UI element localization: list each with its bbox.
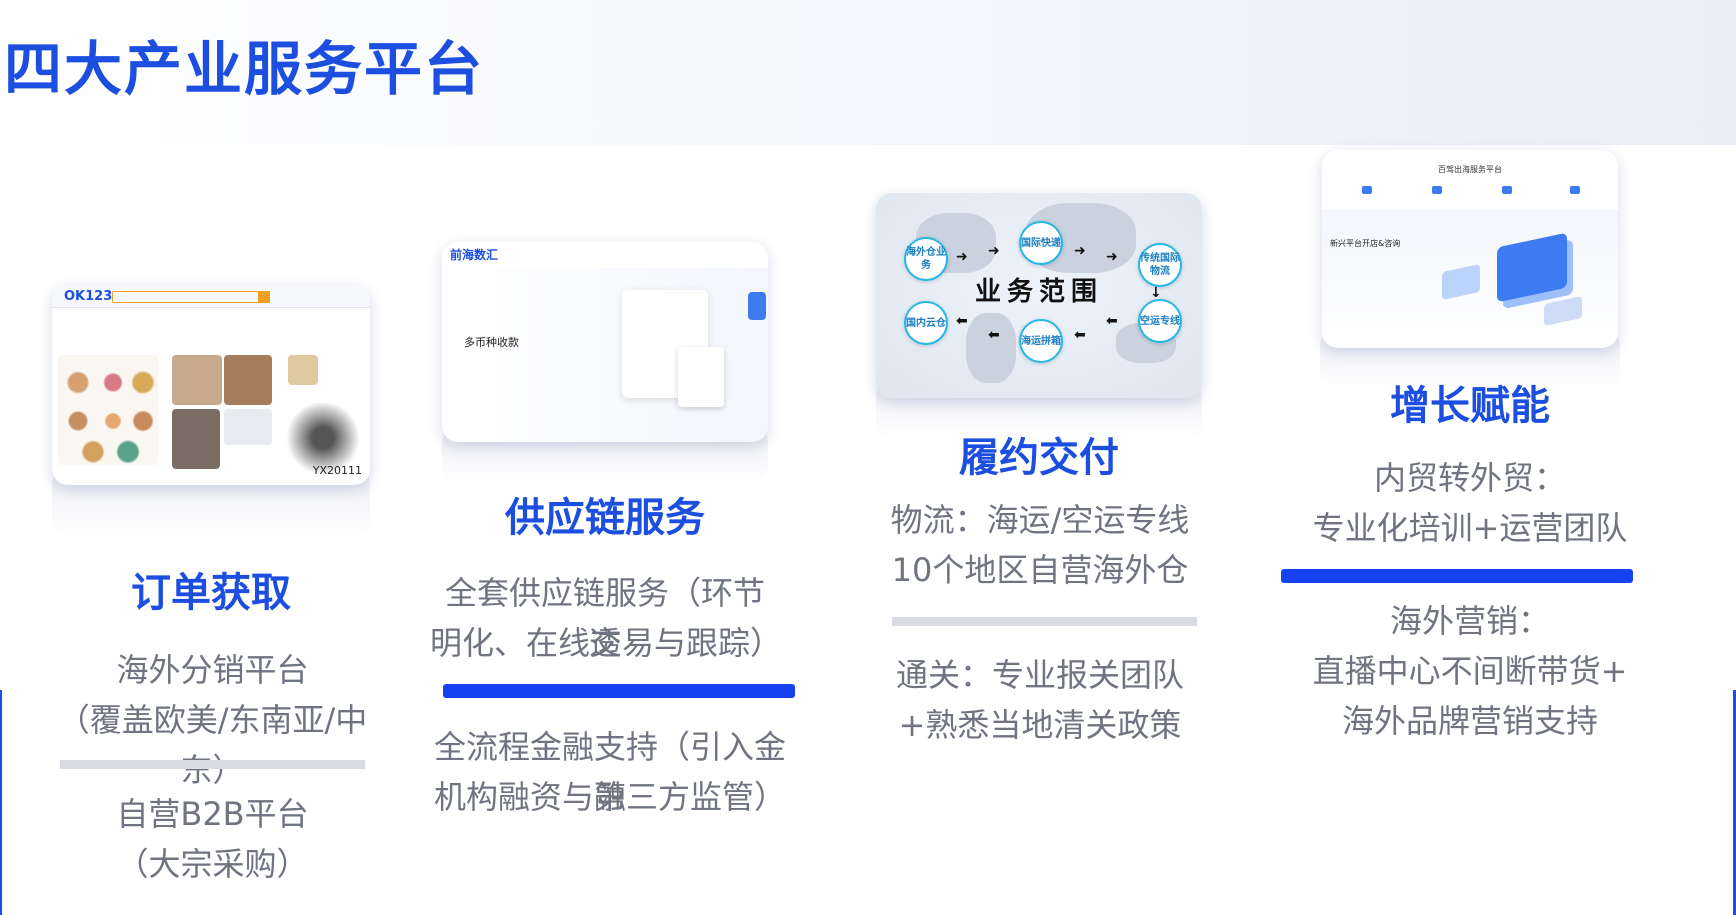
gp-tab-icon xyxy=(1432,186,1442,194)
arrow-down-icon: ↓ xyxy=(1150,285,1162,301)
column-title-fulfillment: 履约交付 xyxy=(959,435,1119,481)
arrow-left-icon: ⬅ xyxy=(988,327,1000,343)
growth-text-4: 直播中心不间断带货+ xyxy=(1312,652,1628,690)
ok-header-bar: OK123 xyxy=(52,285,370,308)
sc-hero-heading: 多币种收款 xyxy=(464,336,519,349)
growth-divider xyxy=(1281,569,1633,583)
bubble-domestic-warehouse: 国内云仓 xyxy=(904,301,948,345)
fulfillment-text-2: 10个地区自营海外仓 xyxy=(891,551,1189,589)
column-title-growth: 增长赋能 xyxy=(1390,383,1550,429)
gp-title: 百驾出海服务平台 xyxy=(1438,165,1502,174)
growth-text-3: 海外营销： xyxy=(1389,602,1550,640)
sc-side-button xyxy=(748,292,766,320)
product-image-compressor xyxy=(284,403,362,473)
arrow-right-icon: ➜ xyxy=(988,243,1000,259)
supply-text-3: 全流程金融支持（引入金融 xyxy=(433,728,786,816)
gp-tab-icon xyxy=(1502,186,1512,194)
header-band xyxy=(0,0,1736,145)
supply-divider xyxy=(443,684,795,698)
supply-platform-screenshot: 前海数汇 多币种收款 xyxy=(442,242,768,442)
fulfillment-divider xyxy=(892,617,1197,626)
product-image-fan xyxy=(172,355,222,405)
arrow-left-icon: ⬅ xyxy=(956,313,968,329)
column-title-supply: 供应链服务 xyxy=(505,495,705,541)
ok-search-box xyxy=(112,291,264,303)
bubble-air-freight: 空运专线 xyxy=(1138,299,1182,343)
fulfillment-text-4: +熟悉当地清关政策 xyxy=(898,706,1182,744)
left-edge-accent xyxy=(0,690,2,915)
arrow-left-icon: ⬅ xyxy=(1074,327,1086,343)
bubble-international-express: 国际快递 xyxy=(1019,221,1063,265)
gp-tab-icon xyxy=(1570,186,1580,194)
arrow-left-icon: ⬅ xyxy=(1106,313,1118,329)
search-icon xyxy=(258,291,270,303)
column-title-order: 订单获取 xyxy=(131,570,291,616)
arrow-right-icon: ➜ xyxy=(956,249,968,265)
sc-nav-bar: 前海数汇 xyxy=(442,242,768,269)
order-divider xyxy=(60,760,365,769)
product-image-room xyxy=(224,355,272,405)
arrow-right-icon: ➜ xyxy=(1106,249,1118,265)
fulfillment-map-screenshot: 业务范围 海外仓业务 国际快递 传统国际物流 国内云仓 海运拼箱 空运专线 ➜ … xyxy=(876,193,1202,398)
sc-logo: 前海数汇 xyxy=(450,248,499,262)
right-edge-accent xyxy=(1733,690,1736,915)
order-platform-screenshot: OK123 YX20111 xyxy=(52,285,370,485)
fulfillment-text-1: 物流：海运/空运专线 xyxy=(890,501,1190,539)
growth-text-5: 海外品牌营销支持 xyxy=(1341,702,1598,740)
bubble-overseas-warehouse: 海外仓业务 xyxy=(904,237,948,281)
growth-platform-screenshot: 百驾出海服务平台 新兴平台开店&咨询 xyxy=(1322,150,1618,348)
arrow-right-icon: ➜ xyxy=(1074,243,1086,259)
gp-tabs xyxy=(1352,180,1588,202)
bubble-sea-consolidation: 海运拼箱 xyxy=(1019,319,1063,363)
order-text-2: （覆盖欧美/东南亚/中东） xyxy=(57,701,368,789)
order-text-1: 海外分销平台 xyxy=(116,651,309,689)
growth-text-2: 专业化培训+运营团队 xyxy=(1312,509,1628,547)
supply-text-2: 明化、在线交易与跟踪） xyxy=(430,624,783,662)
gp-tab-icon xyxy=(1362,186,1372,194)
ok-logo: OK123 xyxy=(64,289,113,304)
bubble-traditional-logistics: 传统国际物流 xyxy=(1138,243,1182,287)
product-image-small xyxy=(288,355,318,385)
supply-text-1: 全套供应链服务（环节透 xyxy=(444,574,765,662)
product-image-device xyxy=(224,409,272,445)
map-continent xyxy=(966,313,1016,383)
sc-eur-card xyxy=(678,347,724,407)
supply-text-4: 机构融资与第三方监管） xyxy=(433,778,786,816)
fulfillment-text-3: 通关：专业报关团队 xyxy=(895,656,1184,694)
product-code: YX20111 xyxy=(312,464,362,477)
product-image-rings xyxy=(58,355,158,465)
order-text-3: 自营B2B平台 xyxy=(116,795,309,833)
growth-text-1: 内贸转外贸： xyxy=(1373,459,1566,497)
map-title: 业务范围 xyxy=(974,277,1103,307)
page-title: 四大产业服务平台 xyxy=(4,35,485,103)
product-image-machine xyxy=(172,409,220,469)
order-text-4: （大宗采购） xyxy=(116,845,309,883)
gp-heading: 新兴平台开店&咨询 xyxy=(1330,239,1401,248)
